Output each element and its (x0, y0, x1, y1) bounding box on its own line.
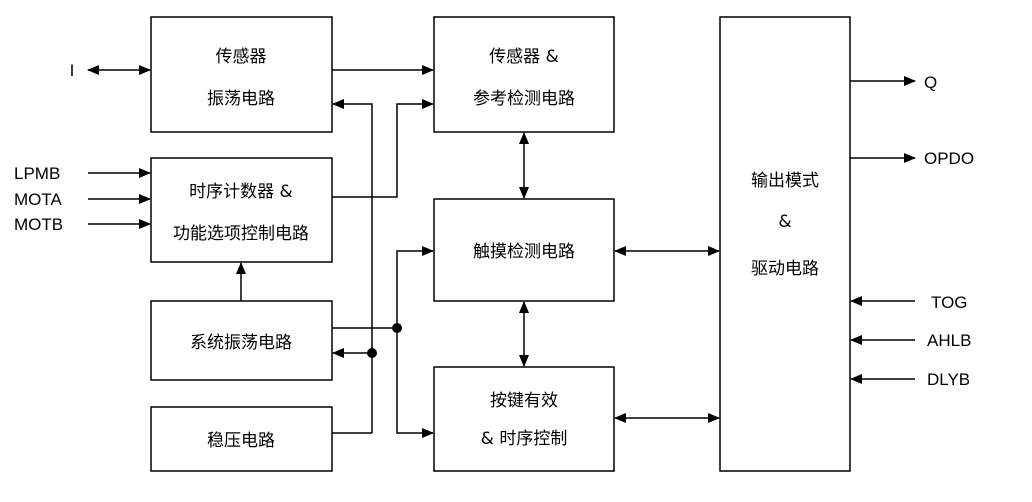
signal-label-i: I (70, 61, 75, 80)
signal-label-lpmb: LPMB (14, 164, 60, 183)
block-label: 触摸检测电路 (473, 242, 575, 262)
connector-feedback-to-sensor-osc (332, 99, 373, 433)
block-label: 振荡电路 (207, 89, 275, 109)
signal-label-dlyb: DLYB (927, 370, 970, 389)
block-touch-detect: 触摸检测电路 (433, 198, 615, 302)
junction-dot (367, 348, 377, 358)
block-label: 参考检测电路 (473, 89, 575, 109)
signal-label-opdo: OPDO (924, 149, 974, 168)
block-label: 稳压电路 (207, 431, 275, 451)
block-regulator: 稳压电路 (150, 406, 333, 472)
block-system-oscillator: 系统振荡电路 (150, 300, 333, 381)
signal-label-ahlb: AHLB (927, 331, 971, 350)
block-label: 驱动电路 (751, 259, 819, 279)
block-key-valid-timing: 按键有效 & 时序控制 (433, 366, 615, 472)
block-label: 传感器 & (489, 47, 559, 67)
connections (87, 65, 916, 438)
signal-label-mota: MOTA (14, 190, 63, 209)
block-label: & (778, 212, 791, 232)
signal-label-motb: MOTB (14, 215, 63, 234)
junction-dot (392, 323, 402, 333)
block-label: 传感器 (216, 47, 267, 67)
signal-label-tog: TOG (931, 293, 968, 312)
block-sensor-oscillator: 传感器 振荡电路 (150, 16, 333, 133)
block-label: & 时序控制 (481, 429, 568, 449)
connector-bus-to-touch (396, 246, 434, 328)
connector-timing-to-ref (332, 99, 434, 198)
block-output-drive: 输出模式 & 驱动电路 (719, 16, 851, 472)
connector-bus-to-key (396, 328, 434, 438)
signal-label-q: Q (924, 73, 937, 92)
block-sensor-reference-detect: 传感器 & 参考检测电路 (433, 16, 615, 133)
block-label: 输出模式 (751, 171, 819, 191)
block-label: 时序计数器 & (189, 182, 293, 202)
block-label: 按键有效 (490, 391, 558, 411)
block-label: 功能选项控制电路 (173, 224, 309, 244)
block-label: 系统振荡电路 (190, 333, 292, 353)
block-timing-counter: 时序计数器 & 功能选项控制电路 (150, 157, 333, 263)
